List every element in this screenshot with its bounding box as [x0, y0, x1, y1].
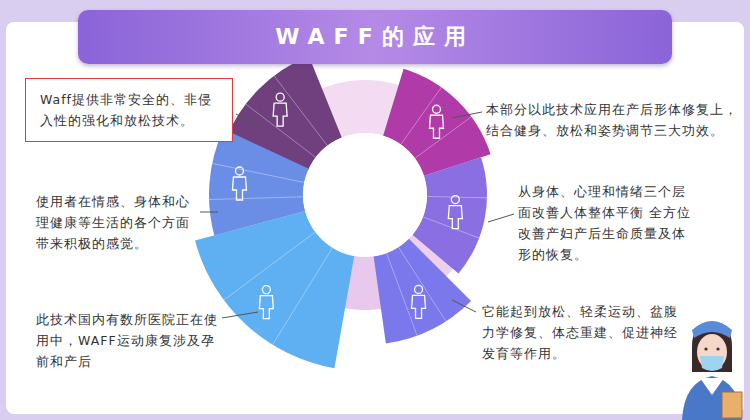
wedge-divider [423, 217, 479, 238]
wedge-divider [427, 196, 487, 197]
leader-line [222, 312, 258, 318]
highlight-box: Waff提供非常安全的、非侵入性的强化和放松技术。 [25, 78, 233, 142]
description-text: 从身体、心理和情绪三个层面改善人体整体平衡 全方位改善产妇产后生命质量及体形的恢… [518, 181, 696, 265]
leader-line [236, 114, 262, 128]
person-icon [259, 286, 273, 319]
person-icon [273, 93, 287, 126]
leader-line [488, 214, 514, 222]
description-text: 它能起到放松、轻柔运动、盆腹力学修复、体态重建、促进神经发育等作用。 [482, 301, 682, 364]
leader-line [200, 212, 218, 213]
wedge-divider [224, 232, 315, 300]
person-icon [412, 285, 426, 318]
title-text: WAFF的应用 [78, 10, 672, 64]
description-text: 此技术国内有数所医院正在使用中，WAFF运动康复涉及孕前和产后 [36, 309, 218, 372]
nurse-figure [682, 321, 742, 420]
node-text: Waff提供非常安全的、非侵入性的强化和放松技术。 [40, 89, 224, 131]
wedge-divider [274, 76, 327, 146]
title-banner: WAFF的应用 [78, 10, 672, 64]
leader-line [452, 300, 476, 312]
person-icon [448, 196, 462, 229]
wedge [209, 129, 309, 235]
wedge-divider [387, 253, 418, 336]
description-text: 本部分以此技术应用在产后形体修复上，结合健身、放松和姿势调节三大功效。 [486, 99, 738, 141]
person-icon [232, 167, 246, 200]
center-circle [303, 133, 427, 257]
person-icon [429, 105, 443, 138]
wedge-divider [209, 197, 303, 200]
description-text: 使用者在情感、身体和心理健康等生活的各个方面带来积极的感觉。 [36, 191, 198, 254]
leader-line [452, 112, 482, 118]
wedge-divider [398, 247, 445, 321]
wedge [374, 239, 471, 344]
wedge-divider [273, 248, 333, 345]
wedge-divider [212, 163, 304, 182]
